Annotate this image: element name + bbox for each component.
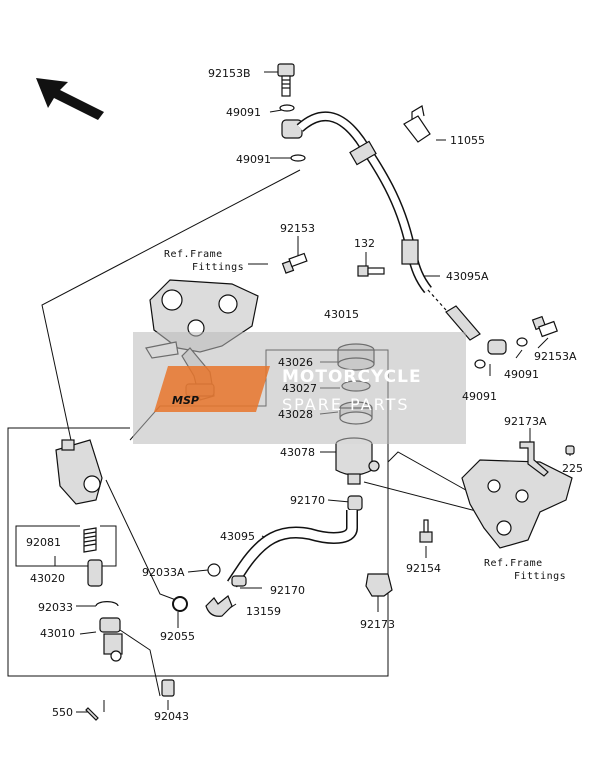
piston-assembly-43020 (83, 527, 103, 587)
label-43026: 43026 (278, 356, 313, 369)
hose-clamp-11055 (403, 105, 431, 143)
label-49091-c: 49091 (504, 368, 539, 381)
label-43010: 43010 (40, 627, 75, 640)
bolt-92153 (281, 252, 308, 274)
reservoir-hose-43095 (227, 510, 358, 588)
label-92153a: 92153A (534, 350, 577, 363)
watermark-line1: MOTORCYCLE (282, 367, 422, 387)
washer-49091-lower (290, 154, 306, 162)
label-13159: 13159 (246, 605, 281, 618)
bolt-92154 (419, 519, 433, 543)
frame-bracket-right (461, 459, 573, 549)
watermark-logo-shape (154, 366, 270, 412)
snap-ring-92033 (95, 601, 119, 607)
label-11055: 11055 (450, 134, 485, 147)
screw-225 (565, 445, 575, 455)
label-43015: 43015 (324, 308, 359, 321)
pin-92043 (161, 679, 175, 697)
hose-clip-92170-upper (347, 495, 363, 511)
label-43095: 43095 (220, 530, 255, 543)
label-92170-a: 92170 (290, 494, 325, 507)
label-92153b: 92153B (208, 67, 251, 80)
label-92173a: 92173A (504, 415, 547, 428)
banjo-fitting-right (487, 339, 507, 355)
connector-13159 (205, 595, 233, 617)
part-labels: 92153B 49091 49091 11055 92153 Ref.Frame… (26, 67, 583, 723)
master-cylinder-body (55, 439, 103, 505)
label-49091-d: 49091 (462, 390, 497, 403)
label-43095a: 43095A (446, 270, 489, 283)
label-49091-b: 49091 (236, 153, 271, 166)
label-92033: 92033 (38, 601, 73, 614)
label-92081: 92081 (26, 536, 61, 549)
label-92043: 92043 (154, 710, 189, 723)
reservoir-43078 (335, 437, 380, 485)
bolt-132 (357, 265, 385, 277)
washer-49091-right-a (516, 337, 528, 347)
label-92033a: 92033A (142, 566, 185, 579)
label-43020: 43020 (30, 572, 65, 585)
o-ring-92055 (172, 596, 188, 612)
watermark: MSP MOTORCYCLE SPARE PARTS (133, 332, 466, 444)
banjo-bolt-92153b (277, 63, 295, 97)
label-43027: 43027 (282, 382, 317, 395)
label-92170-b: 92170 (270, 584, 305, 597)
label-49091-a: 49091 (226, 106, 261, 119)
clamp-92173a (519, 441, 549, 477)
label-92154: 92154 (406, 562, 441, 575)
front-arrow-icon (36, 78, 104, 120)
label-550: 550 (52, 706, 73, 719)
label-92055: 92055 (160, 630, 195, 643)
snap-ring-92033a (207, 563, 221, 577)
label-92153: 92153 (280, 222, 315, 235)
label-ref-frame-1a: Ref.Frame (164, 249, 223, 260)
label-43078: 43078 (280, 446, 315, 459)
label-132: 132 (354, 237, 375, 250)
label-ref-frame-2a: Ref.Frame (484, 558, 543, 569)
push-rod-43010 (99, 617, 123, 662)
clamp-92173 (365, 573, 393, 597)
watermark-line2: SPARE PARTS (282, 395, 410, 414)
label-43028: 43028 (278, 408, 313, 421)
hose-clip-92170-lower (231, 575, 247, 587)
washer-49091-upper (279, 104, 295, 112)
label-ref-frame-1b: Fittings (192, 262, 244, 273)
label-92173: 92173 (360, 618, 395, 631)
cotter-pin-550 (85, 707, 99, 721)
banjo-bolt-92153a (531, 315, 558, 338)
label-225: 225 (562, 462, 583, 475)
washer-49091-right-b (474, 359, 486, 369)
label-ref-frame-2b: Fittings (514, 571, 566, 582)
watermark-logo: MSP (172, 394, 199, 407)
